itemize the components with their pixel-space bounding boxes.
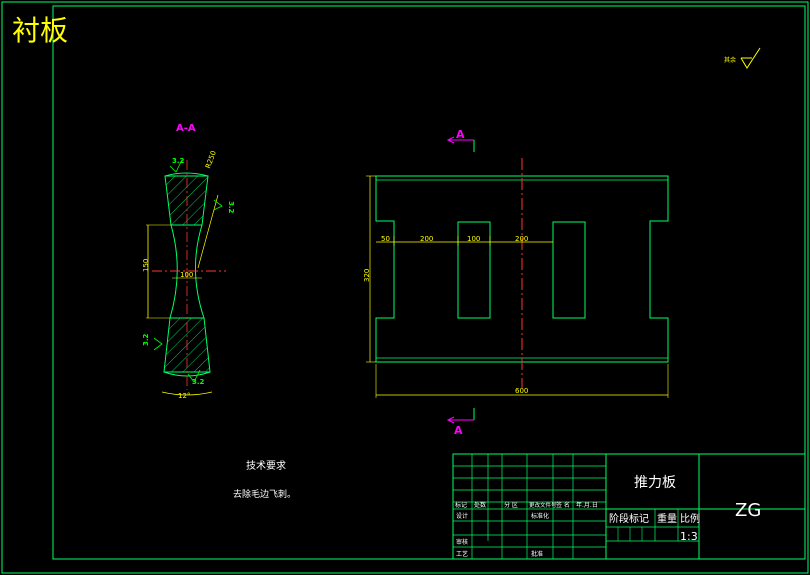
roughness-section-lower-left: 3.2 (142, 333, 150, 346)
dim-section-radius: R250 (204, 150, 218, 170)
tb-col-zone: 分 区 (504, 501, 518, 509)
tb-col-count: 处数 (474, 501, 486, 509)
dim-section-inner-width: 100 (180, 271, 193, 279)
tb-col-date: 年.月.日 (576, 501, 598, 509)
tb-scale-value: 1:3 (680, 530, 698, 543)
section-view-aa: A-A 150 100 R250 3.2 (142, 123, 235, 400)
tb-col-sign: 签 名 (556, 501, 570, 509)
notes-line1: 去除毛边飞刺。 (233, 488, 296, 500)
section-label-aa: A-A (176, 123, 196, 134)
roughness-other-symbol: 其余 (724, 47, 761, 69)
dim-main-200-right: 200 (515, 235, 528, 243)
tb-row-standard: 标准化 (531, 512, 549, 520)
dim-main-50: 50 (381, 235, 390, 243)
title-block: 推力板 ZG 标记 处数 分 区 更改文件号 签 名 年.月.日 设计 标准化 … (452, 453, 806, 560)
tb-weight: 重量 (657, 512, 677, 525)
dim-section-angle: 12° (178, 392, 190, 400)
slot-right (552, 221, 586, 319)
tb-stage-mark: 阶段标记 (609, 512, 649, 525)
slot-left (457, 221, 491, 319)
tb-row-review: 审核 (456, 538, 468, 546)
sheet-inner-frame (52, 5, 806, 560)
dim-section-height: 150 (142, 259, 150, 272)
dim-main-200-left: 200 (420, 235, 433, 243)
roughness-section-bottom: 3.2 (192, 378, 205, 386)
dim-main-100: 100 (467, 235, 480, 243)
tb-col-docno: 更改文件号 (529, 501, 557, 509)
plate-outline (375, 175, 669, 363)
main-view: A 50 200 100 200 320 600 (363, 128, 669, 437)
section-mark-bottom: A (454, 424, 463, 437)
section-upper-hatch (164, 175, 209, 226)
tb-row-approve: 批准 (531, 550, 543, 558)
roughness-section-upper-right: 3.2 (227, 201, 235, 214)
roughness-check-icon (740, 47, 761, 69)
roughness-other-label: 其余 (724, 56, 736, 64)
tb-scale-label: 比例 (680, 512, 700, 525)
tb-row-process: 工艺 (456, 550, 468, 558)
drawing-title: 衬板 (12, 14, 68, 47)
tb-material: ZG (735, 500, 761, 521)
dim-main-vertical: 320 (363, 269, 371, 282)
tb-col-mark: 标记 (455, 501, 467, 509)
roughness-section-top: 3.2 (172, 157, 185, 165)
tb-part-name: 推力板 (634, 475, 676, 491)
notes-heading: 技术要求 (246, 459, 286, 472)
section-mark-top: A (456, 128, 465, 141)
tb-row-design: 设计 (456, 512, 468, 520)
dim-main-total: 600 (515, 387, 528, 395)
